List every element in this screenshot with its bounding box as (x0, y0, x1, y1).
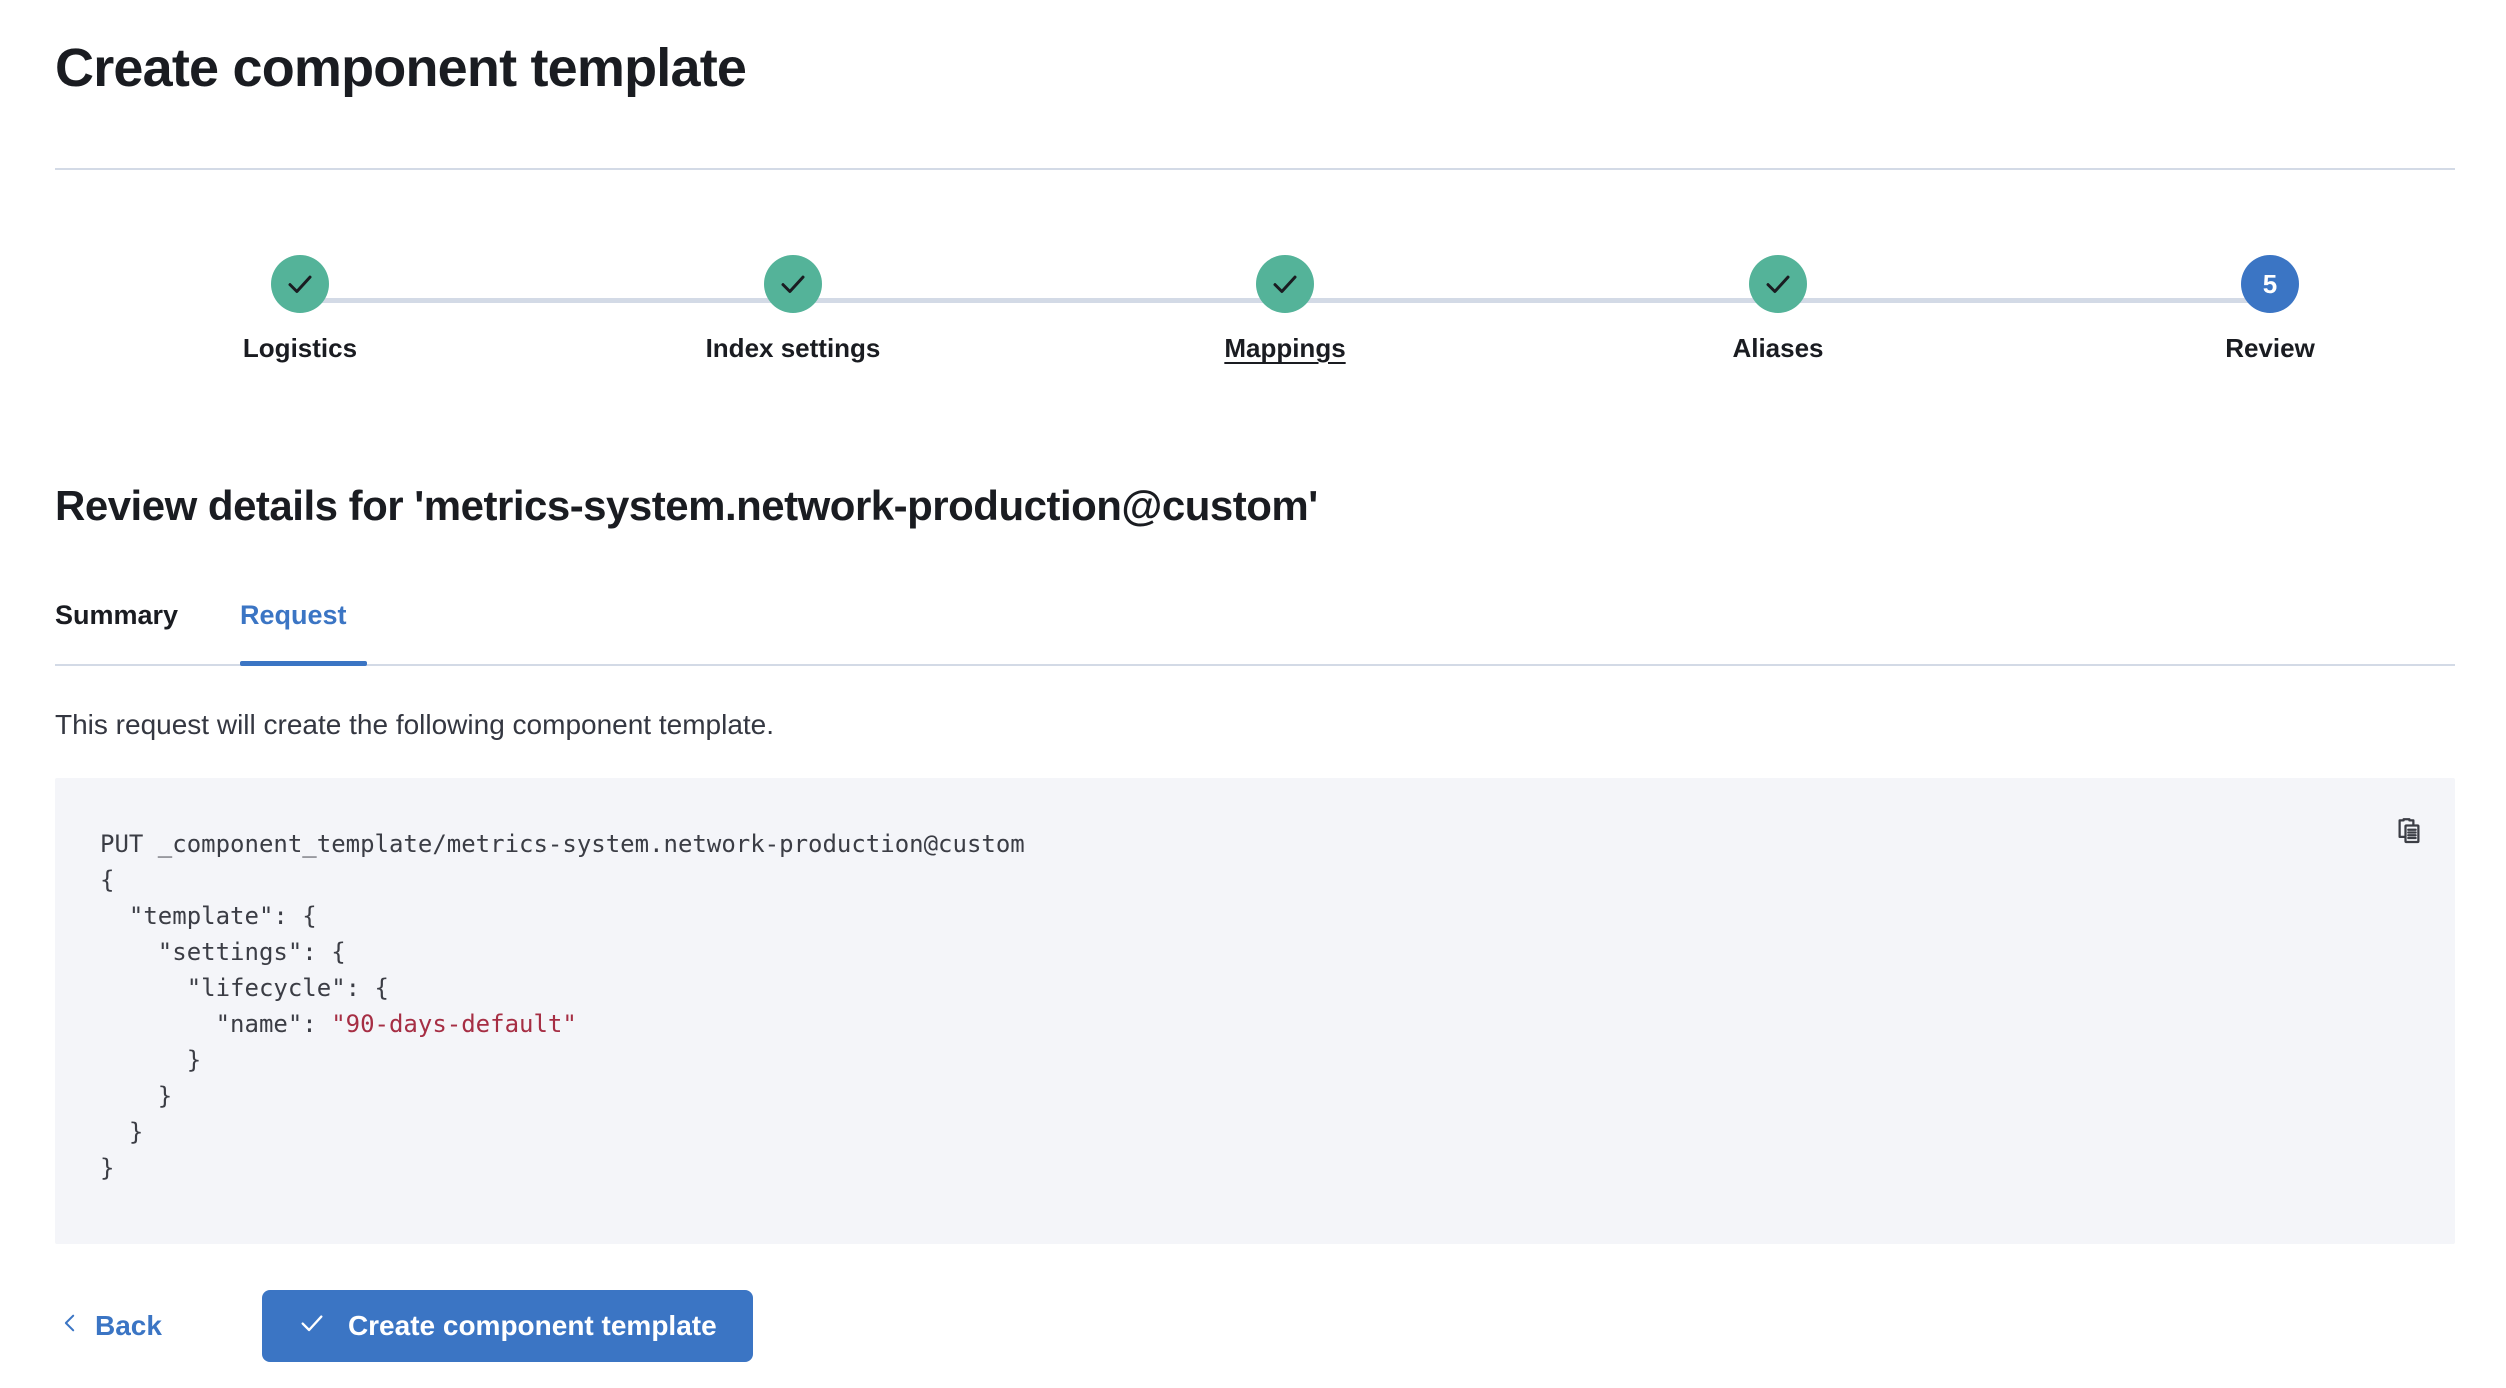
code-line-5: "lifecycle": { (100, 974, 389, 1002)
check-icon (1763, 269, 1793, 299)
page-title: Create component template (55, 38, 747, 98)
create-component-template-label: Create component template (347, 1310, 717, 1341)
check-icon (298, 1309, 326, 1344)
review-tabs: Summary Request (55, 600, 2455, 666)
step-status-circle (1256, 255, 1314, 313)
check-icon (778, 269, 808, 299)
step-status-circle (764, 255, 822, 313)
request-code-content: PUT _component_template/metrics-system.n… (100, 826, 1025, 1186)
code-line-1: PUT _component_template/metrics-system.n… (100, 830, 1025, 858)
tab-request[interactable]: Request (240, 600, 347, 666)
stepper-step-label: Aliases (1732, 333, 1824, 363)
tab-summary[interactable]: Summary (55, 600, 178, 666)
stepper-step-label: Index settings (705, 333, 881, 363)
tabs-baseline (55, 664, 2455, 666)
create-component-template-button[interactable]: Create component template (261, 1290, 753, 1362)
step-status-circle (1749, 255, 1807, 313)
review-heading: Review details for 'metrics-system.netwo… (55, 482, 1318, 529)
code-line-10: } (100, 1154, 115, 1182)
stepper-step-index-settings[interactable]: Index settings (643, 255, 943, 364)
check-icon (285, 269, 315, 299)
stepper-step-label: Mappings (1224, 333, 1346, 363)
code-line-3: "template": { (100, 902, 317, 930)
wizard-stepper: Logistics Index settings Mappings (55, 255, 2455, 405)
stepper-step-label: Logistics (242, 333, 358, 363)
stepper-step-label: Review (2225, 333, 2315, 363)
code-line-4: "settings": { (100, 938, 346, 966)
header-divider (55, 168, 2455, 170)
code-line-6-key: "name": (100, 1010, 332, 1038)
stepper-step-aliases[interactable]: Aliases (1628, 255, 1928, 364)
back-button-label: Back (95, 1310, 162, 1341)
stepper-step-mappings[interactable]: Mappings (1135, 255, 1435, 364)
stepper-step-logistics[interactable]: Logistics (150, 255, 450, 364)
active-tab-indicator (240, 661, 367, 666)
chevron-left-icon (59, 1308, 81, 1345)
copy-icon (2394, 816, 2424, 849)
wizard-footer-actions: Back Create component template (55, 1290, 753, 1362)
step-status-circle: 5 (2241, 255, 2299, 313)
code-line-2: { (100, 866, 115, 894)
back-button[interactable]: Back (55, 1298, 166, 1355)
code-line-6-value: "90-days-default" (331, 1010, 577, 1038)
request-code-block: PUT _component_template/metrics-system.n… (55, 778, 2455, 1244)
copy-request-button[interactable] (2385, 808, 2433, 856)
request-description: This request will create the following c… (55, 709, 775, 740)
step-status-circle (271, 255, 329, 313)
check-icon (1270, 269, 1300, 299)
code-line-7: } (100, 1046, 202, 1074)
code-line-8: } (100, 1082, 173, 1110)
step-number: 5 (2262, 269, 2278, 299)
code-line-9: } (100, 1118, 144, 1146)
stepper-step-review[interactable]: 5 Review (2120, 255, 2420, 364)
